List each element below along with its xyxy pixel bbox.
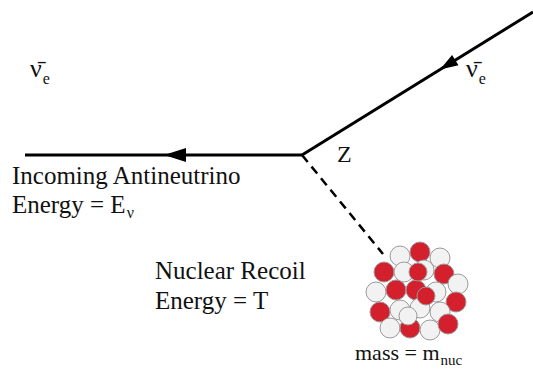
caption-text: Energy = E: [12, 192, 126, 217]
subscript: ν: [127, 205, 134, 221]
caption-text: mass = m: [355, 342, 440, 364]
caption-text: Energy = T: [155, 288, 268, 313]
particle-symbol: ν̄: [466, 56, 478, 82]
z-boson-line: [302, 155, 383, 254]
arrowhead: [440, 55, 459, 70]
boson-label: Z: [337, 142, 352, 166]
nucleus: [366, 242, 468, 340]
antineutrino-line: [302, 12, 533, 155]
subscript: e: [43, 71, 50, 87]
antineutrino-line: [25, 154, 302, 157]
subscript: nuc: [441, 353, 463, 368]
caption-text: Nuclear Recoil: [155, 258, 306, 283]
arrowhead: [164, 148, 186, 162]
caption-text: Incoming Antineutrino: [12, 163, 240, 188]
particle-symbol: ν̄: [30, 56, 42, 82]
subscript: e: [479, 71, 486, 87]
